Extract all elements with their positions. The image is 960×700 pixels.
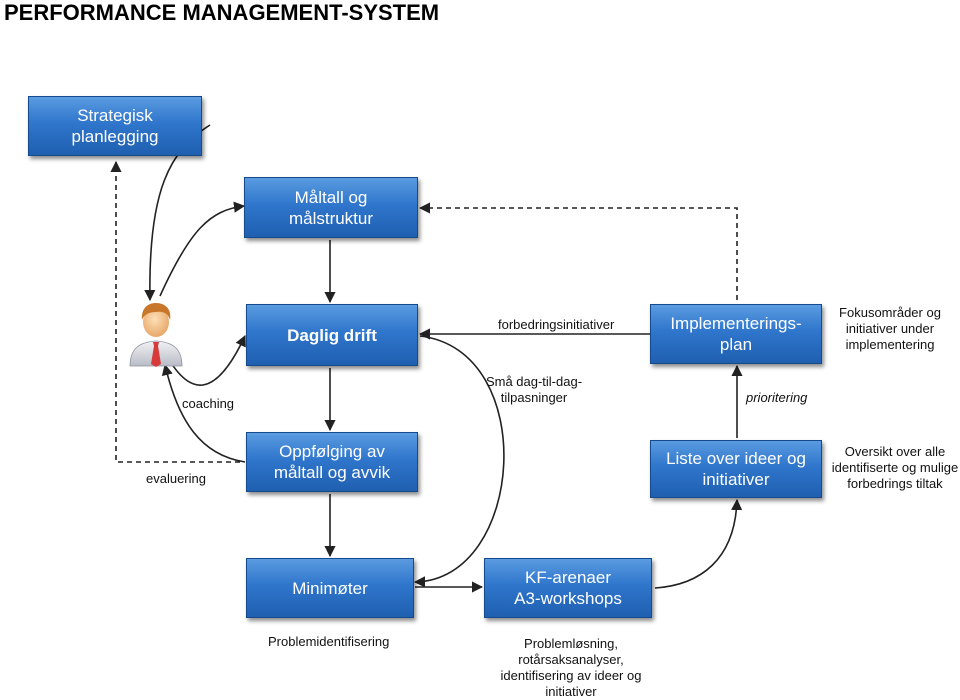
label-oversikt: Oversikt over alle identifiserte og muli… [831, 444, 959, 491]
arrow-person-to-metrics [159, 201, 246, 297]
box-daily-operations: Daglig drift [246, 304, 418, 366]
label-problemidentifisering: Problemidentifisering [268, 634, 390, 649]
dashed-arrow-evaluering-to-strategic [110, 160, 240, 463]
label-forbedringsinitiativer: forbedringsinitiativer [498, 317, 615, 332]
label-problemlosning: Problemløsning, rotårsaksanalyser, ident… [500, 636, 642, 699]
box-ideas-list: Liste over ideer og initiativer [650, 440, 822, 498]
box-kf-arenas: KF-arenaer A3-workshops [484, 558, 652, 618]
box-implementation-plan: Implementerings- plan [650, 304, 822, 364]
arrow-followup-to-person [161, 363, 246, 463]
diagram-title: PERFORMANCE MANAGEMENT-SYSTEM [4, 0, 440, 25]
label-fokusomrader: Fokusområder og initiativer under implem… [839, 305, 941, 352]
arrow-kf-to-ideas [654, 498, 743, 589]
arrow-daily-to-mini-curve [413, 335, 505, 588]
box-mini-meetings: Minimøter [246, 558, 414, 618]
box-strategic-planning: Strategisk planlegging [28, 96, 202, 156]
person-icon [129, 303, 183, 367]
dashed-arrow-implementation-to-metrics [418, 202, 738, 300]
arrow-person-to-daily [167, 334, 246, 386]
label-evaluering: evaluering [146, 471, 206, 486]
box-metrics-structure: Måltall og målstruktur [244, 177, 418, 238]
label-coaching: coaching [182, 396, 235, 411]
box-followup-metrics: Oppfølging av måltall og avvik [246, 432, 418, 492]
label-prioritering: prioritering [746, 390, 808, 405]
label-sma-tilpasninger: Små dag-til-dag- tilpasninger [485, 374, 583, 405]
